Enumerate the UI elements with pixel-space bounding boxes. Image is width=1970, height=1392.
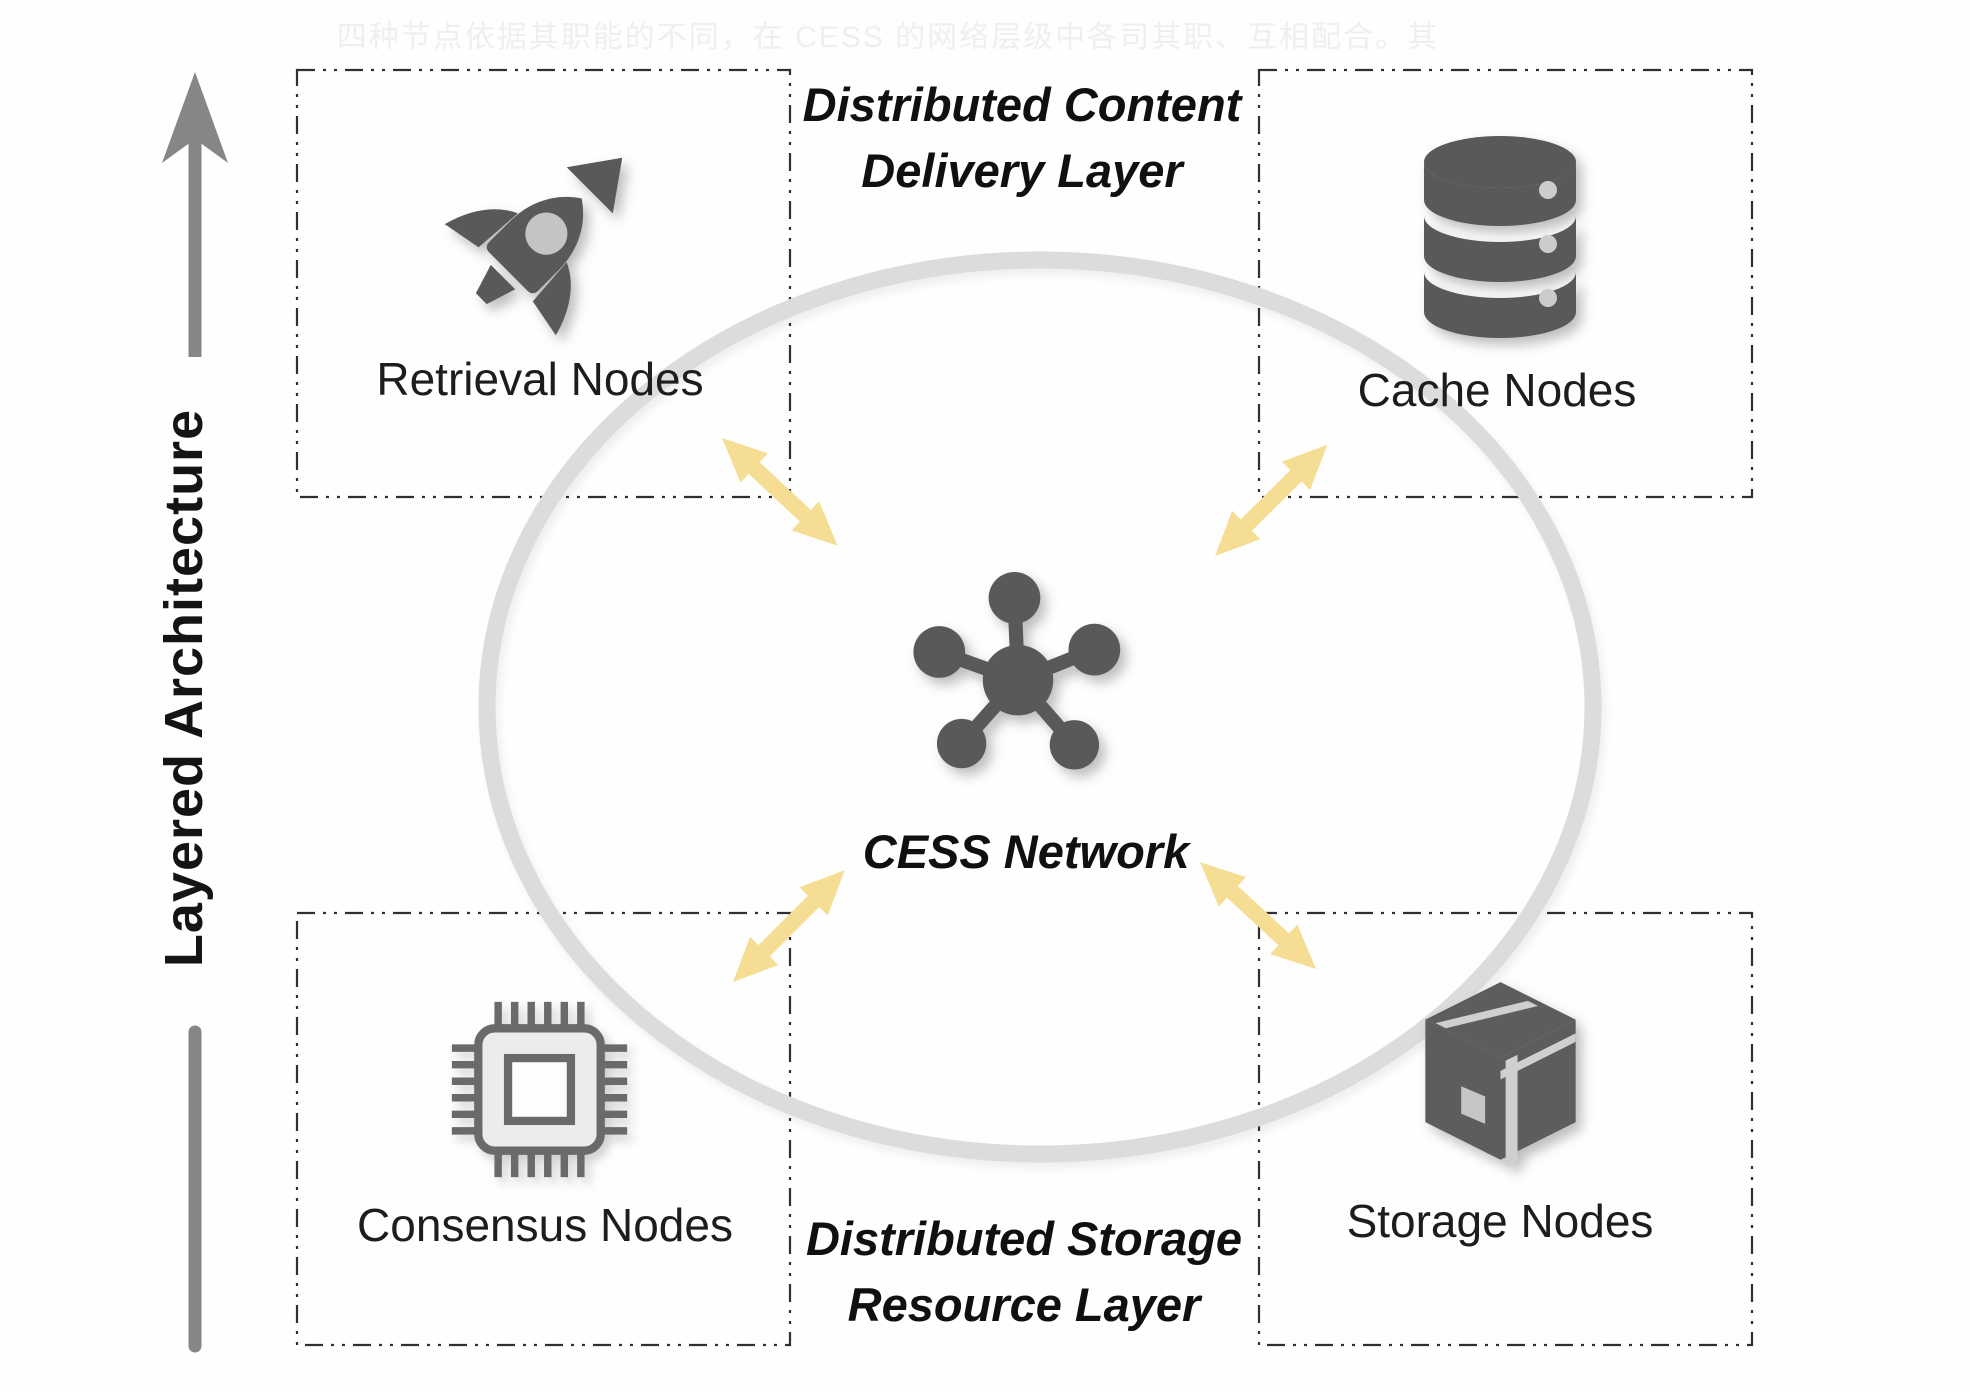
network-hub-icon	[913, 572, 1121, 770]
arrow-retrieval-center-icon	[708, 423, 852, 561]
storage-nodes-box	[1257, 911, 1754, 1347]
rocket-icon	[444, 157, 623, 336]
storage-resource-layer-title: Distributed Storage Resource Layer	[806, 1206, 1242, 1338]
axis-arrowhead-icon	[162, 72, 228, 163]
arrow-consensus-center-icon	[718, 856, 859, 997]
chip-icon	[451, 1001, 628, 1178]
layered-architecture-axis	[162, 72, 228, 1353]
arrow-storage-center-icon	[1186, 847, 1330, 984]
content-delivery-layer-title: Distributed Content Delivery Layer	[803, 72, 1242, 204]
network-ellipse	[478, 251, 1602, 1163]
storage-resource-layer-title-line2: Resource Layer	[847, 1278, 1201, 1331]
axis-label: Layered Architecture	[154, 408, 214, 968]
cess-network-label: CESS Network	[862, 825, 1190, 878]
database-icon	[1424, 136, 1576, 338]
axis-line-upper	[188, 138, 202, 357]
storage-resource-layer-title-line1: Distributed Storage	[805, 1212, 1243, 1265]
storage-nodes-label: Storage Nodes	[1346, 1195, 1654, 1247]
content-delivery-layer-title-line2: Delivery Layer	[861, 144, 1183, 197]
package-box-icon	[1425, 982, 1576, 1167]
arrow-cache-center-icon	[1200, 430, 1342, 571]
retrieval-nodes-label: Retrieval Nodes	[376, 353, 704, 405]
watermark-text: 四种节点依据其职能的不同，在 CESS 的网络层级中各司其职、互相配合。其	[336, 21, 1440, 54]
content-delivery-layer-title-line1: Distributed Content	[802, 78, 1242, 131]
consensus-nodes-label: Consensus Nodes	[357, 1199, 733, 1251]
cache-nodes-box	[1257, 68, 1754, 499]
cache-nodes-label: Cache Nodes	[1357, 364, 1637, 416]
